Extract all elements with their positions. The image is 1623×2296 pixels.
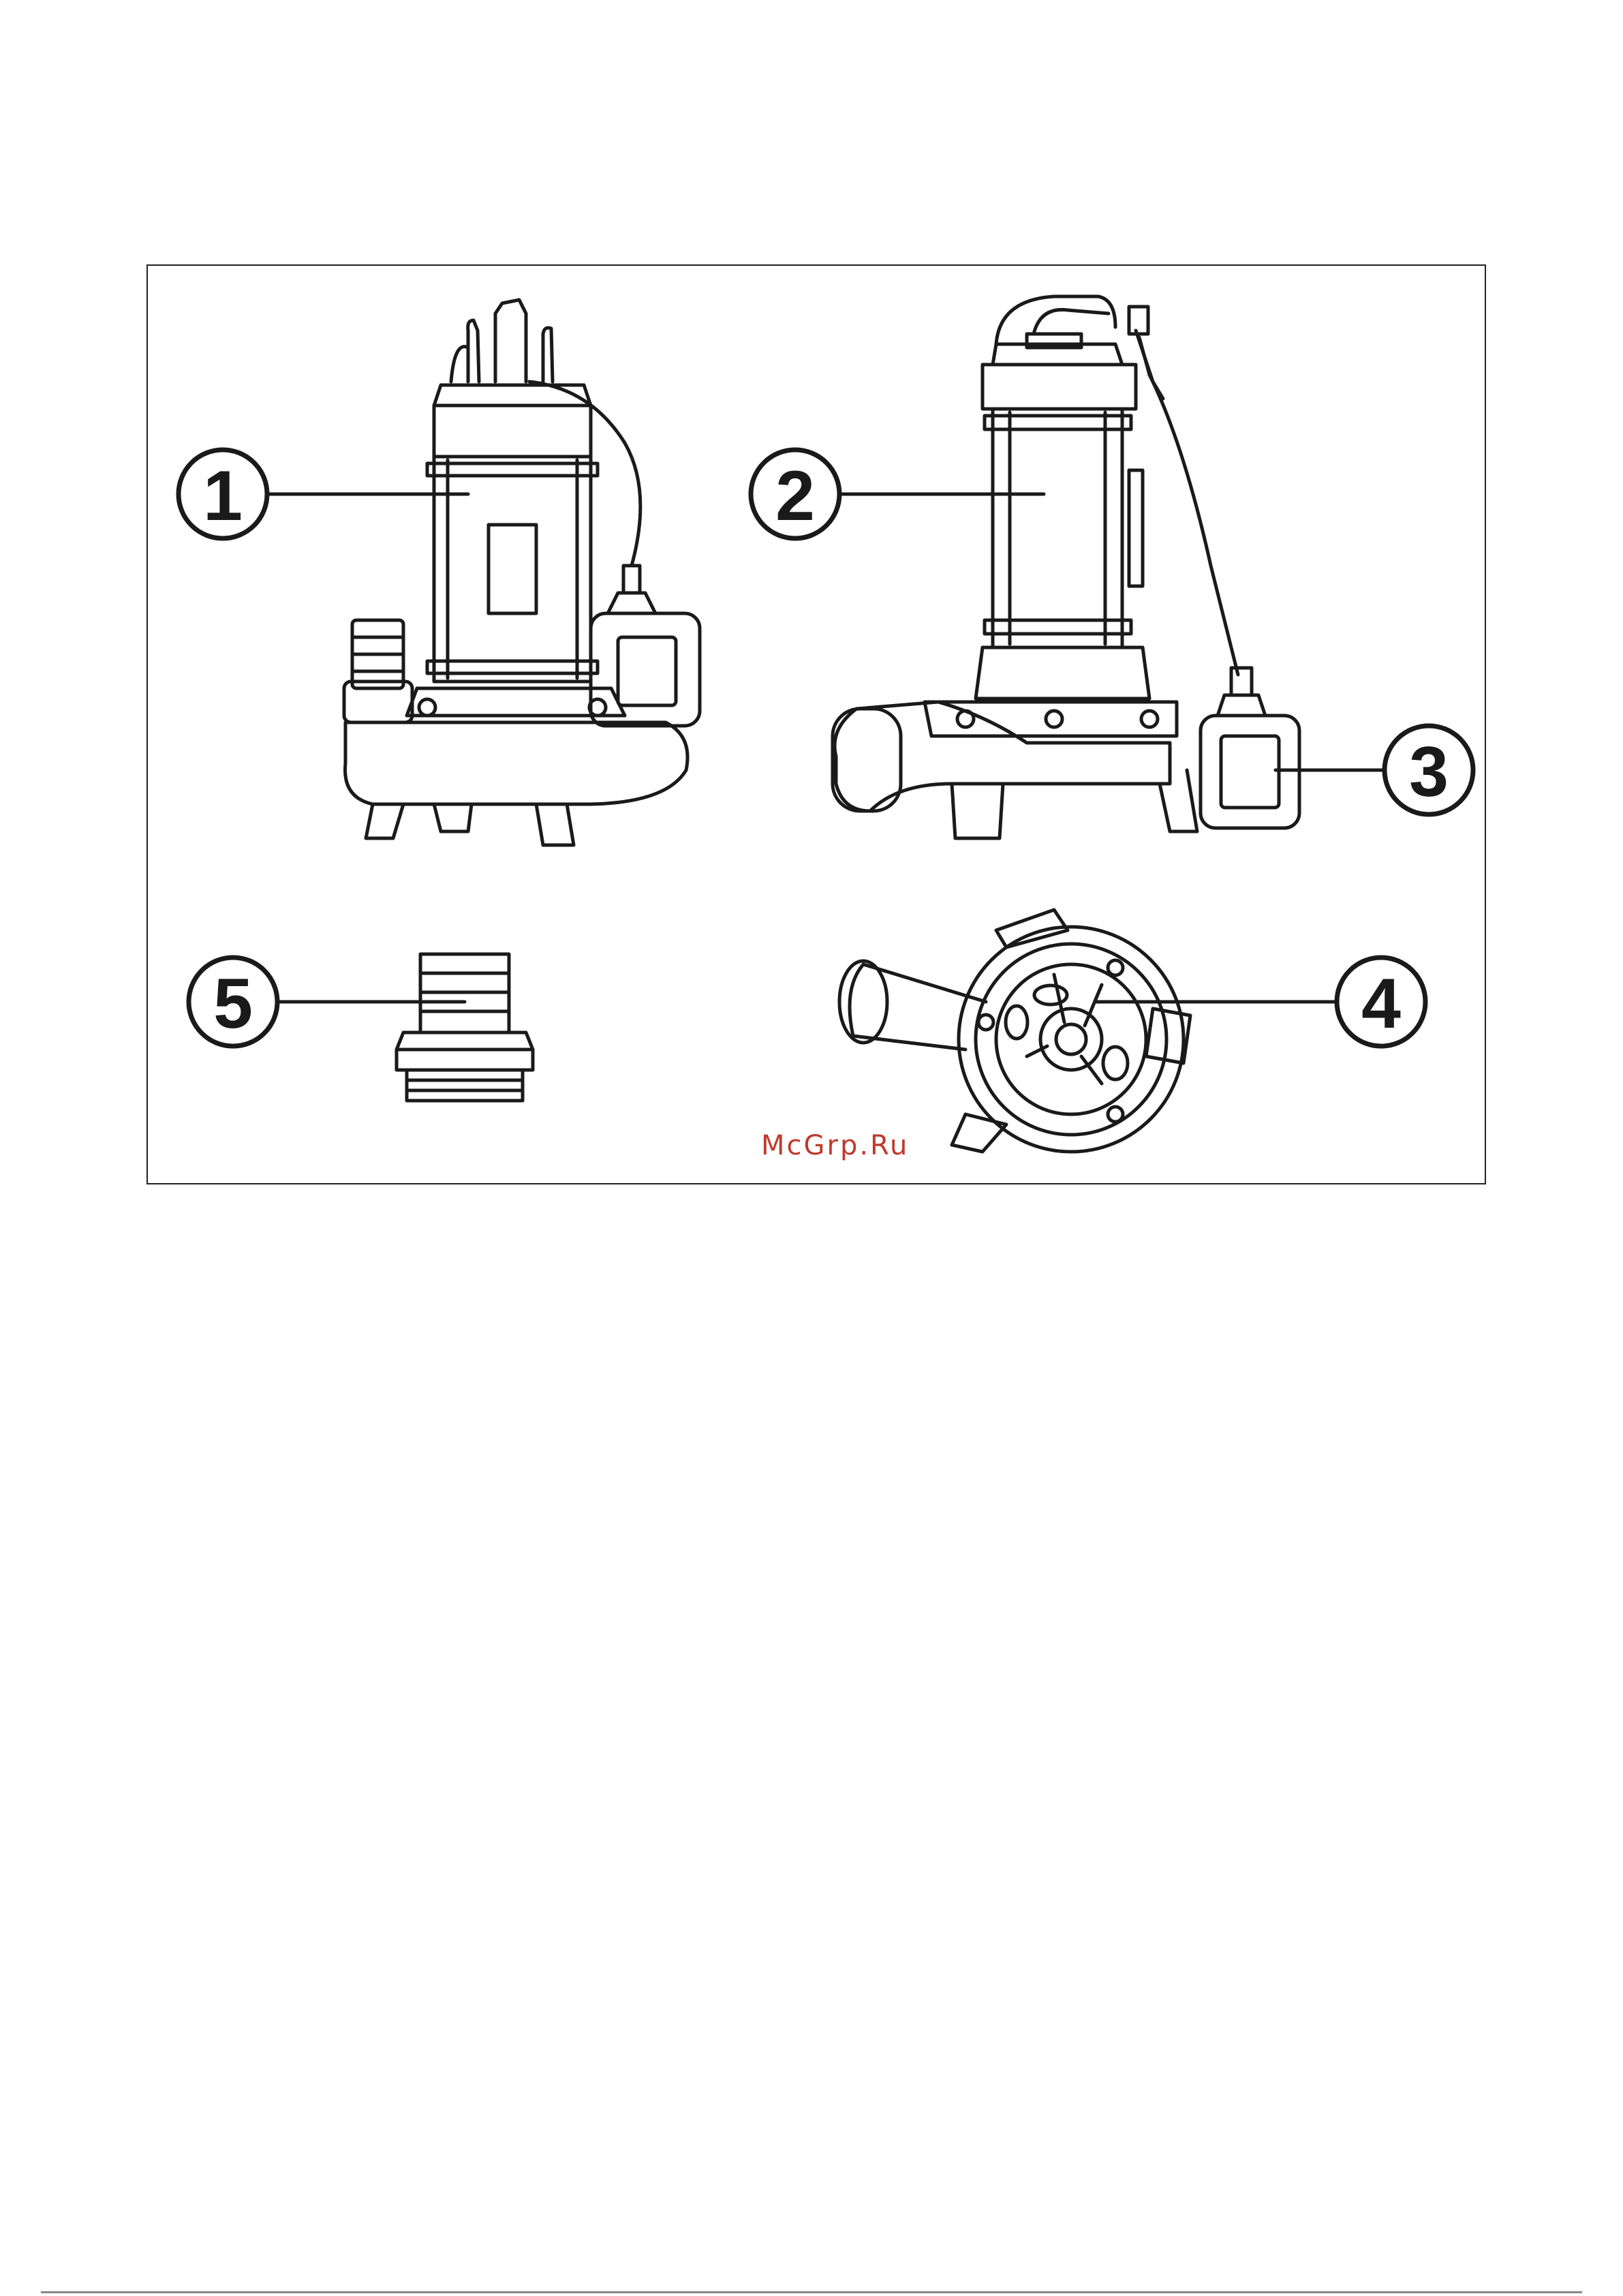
callout-2-number: 2: [775, 457, 815, 536]
impeller-bottom-view-drawing: [839, 910, 1190, 1152]
figure-frame: 1 2 3 4 5 McGrp.Ru: [146, 264, 1486, 1184]
pump-front-view-drawing: [344, 300, 700, 845]
pump-parts-illustration: 1 2 3 4 5: [148, 266, 1487, 1186]
callout-5-number: 5: [213, 964, 253, 1043]
pump-side-view-drawing: [833, 296, 1299, 838]
watermark: McGrp.Ru: [761, 1130, 1170, 1161]
page-bottom-rule: [41, 2291, 1582, 2293]
callout-1-number: 1: [203, 457, 243, 536]
hose-fitting-drawing: [397, 954, 533, 1101]
callout-4-number: 4: [1361, 964, 1401, 1043]
callout-3-number: 3: [1409, 733, 1449, 812]
